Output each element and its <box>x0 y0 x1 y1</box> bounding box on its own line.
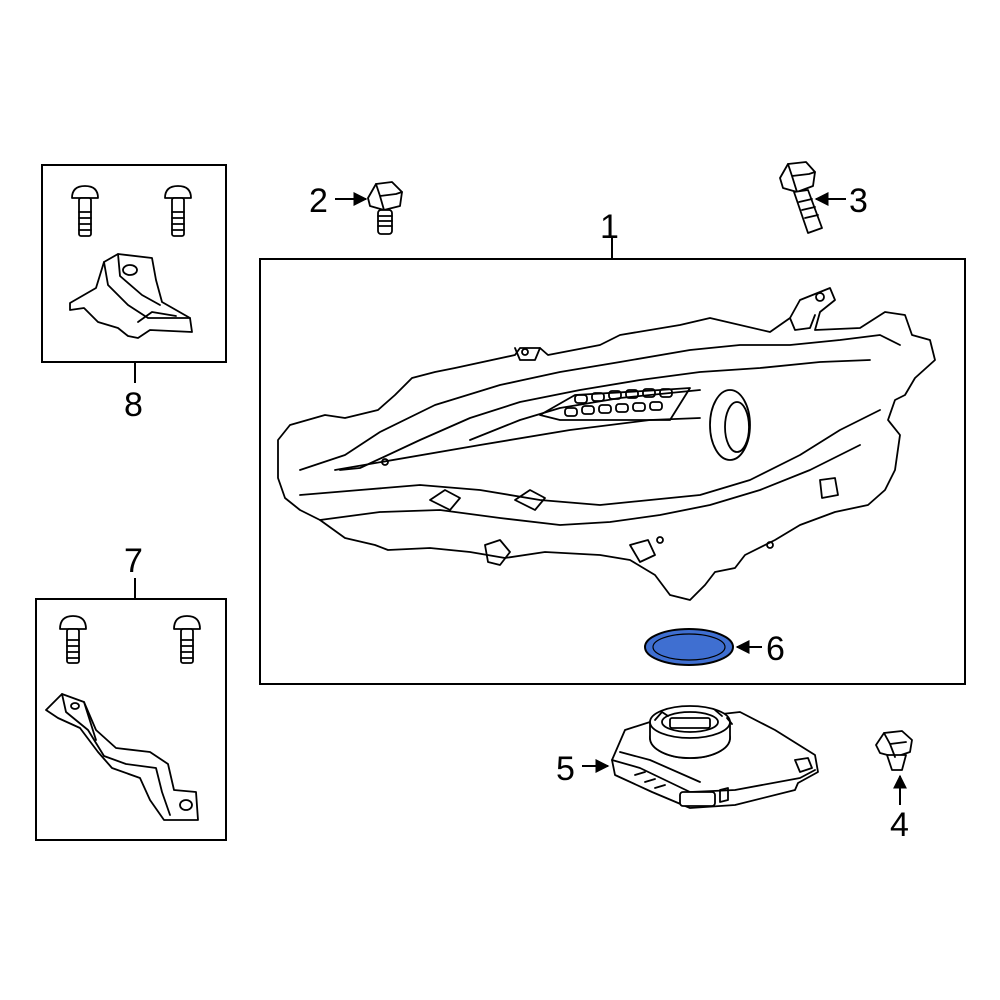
screw-part-8-left[interactable] <box>71 185 99 237</box>
callout-3-label[interactable]: 3 <box>849 182 868 220</box>
headlamp-cap-seal[interactable] <box>644 628 734 666</box>
headlamp-assembly[interactable] <box>277 287 936 601</box>
bolt-part-3[interactable] <box>779 161 823 234</box>
callout-6-label[interactable]: 6 <box>766 630 785 668</box>
screw-part-7-left[interactable] <box>59 615 87 664</box>
callout-4-label[interactable]: 4 <box>890 806 909 844</box>
callout-1-label[interactable]: 1 <box>600 208 619 246</box>
bolt-part-2[interactable] <box>367 181 403 235</box>
bracket-part-8[interactable] <box>69 253 193 339</box>
ballast-control-unit[interactable] <box>611 705 819 809</box>
bracket-kit-box-7 <box>35 598 227 841</box>
callout-8-label[interactable]: 8 <box>124 386 143 424</box>
bracket-part-7[interactable] <box>45 693 199 821</box>
clip-part-4[interactable] <box>875 730 913 771</box>
screw-part-8-right[interactable] <box>164 185 192 237</box>
callout-7-label[interactable]: 7 <box>124 542 143 580</box>
callout-5-label[interactable]: 5 <box>556 750 575 788</box>
callout-2-label[interactable]: 2 <box>309 182 328 220</box>
screw-part-7-right[interactable] <box>173 615 201 664</box>
